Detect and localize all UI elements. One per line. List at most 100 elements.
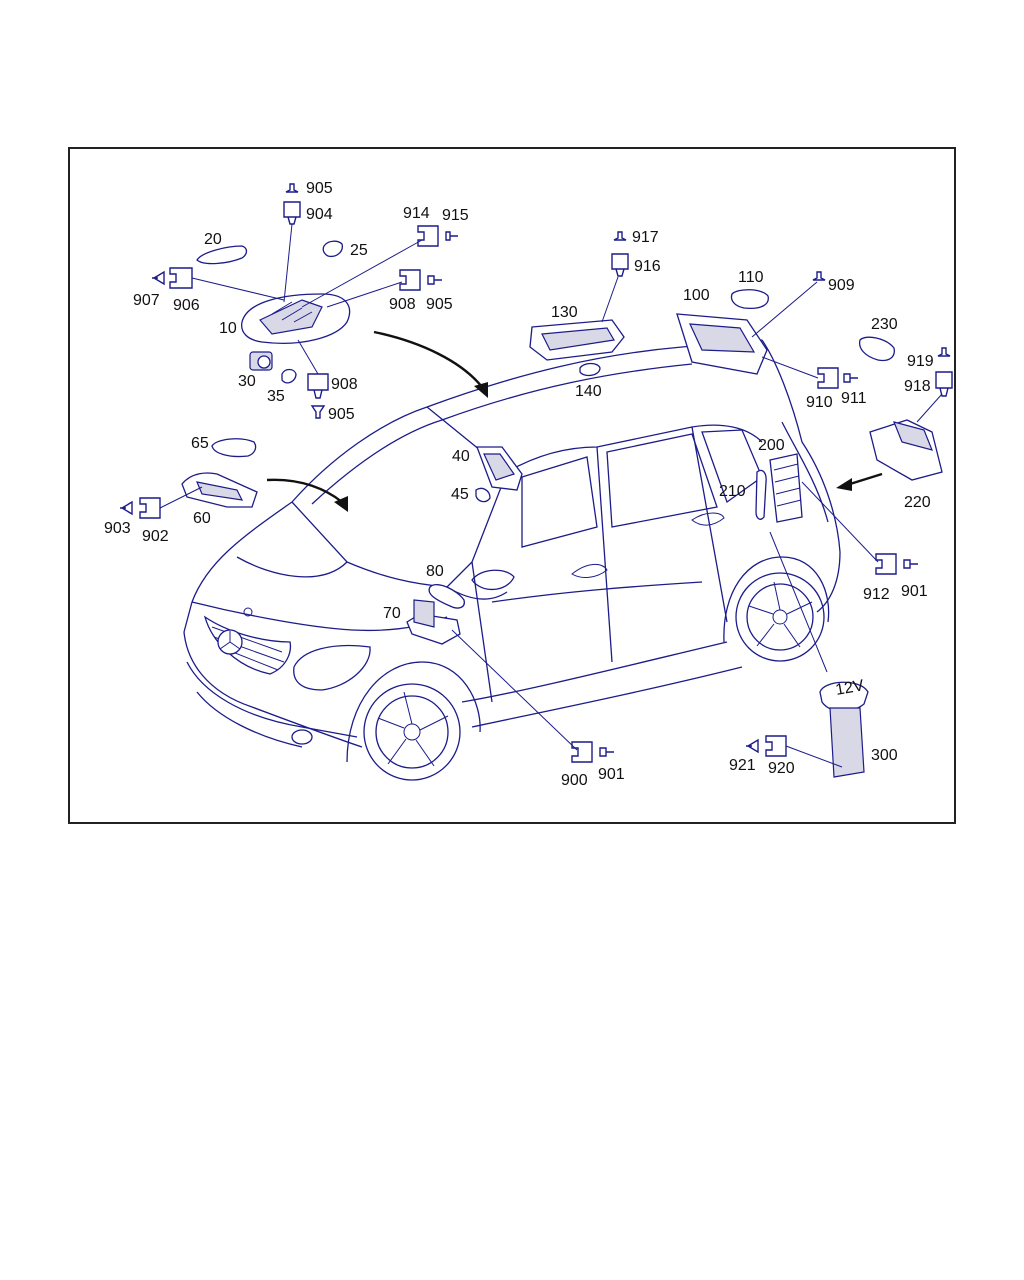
callout-914: 914 bbox=[403, 205, 430, 222]
arrow-glovebox-icon bbox=[849, 472, 883, 486]
plug-905-icon bbox=[285, 183, 299, 193]
callout-917: 917 bbox=[632, 229, 659, 246]
callout-901: 901 bbox=[598, 766, 625, 783]
leader-lines bbox=[159, 223, 943, 768]
connector-916-icon bbox=[611, 253, 629, 277]
connector-918-icon bbox=[935, 371, 953, 397]
arrow-footwell-icon bbox=[266, 478, 343, 503]
callout-220: 220 bbox=[904, 494, 931, 511]
plug-901-bottom-icon bbox=[599, 747, 614, 757]
callout-903: 903 bbox=[104, 520, 131, 537]
lamp-100-part bbox=[676, 313, 768, 375]
connector-906-icon bbox=[169, 267, 193, 289]
callout-908: 908 bbox=[389, 296, 416, 313]
callout-110: 110 bbox=[738, 269, 764, 286]
bulb-230-part bbox=[858, 336, 895, 362]
parts-diagram: 12V bbox=[104, 180, 953, 789]
callout-35: 35 bbox=[267, 388, 285, 405]
callout-200: 200 bbox=[758, 437, 785, 454]
plug-901-right-icon bbox=[903, 559, 918, 569]
plug-911-icon bbox=[843, 373, 858, 383]
callout-902: 902 bbox=[142, 528, 169, 545]
connector-908-upper-icon bbox=[399, 269, 421, 291]
connector-902-icon bbox=[139, 497, 161, 519]
callout-25: 25 bbox=[350, 242, 368, 259]
callout-908: 908 bbox=[331, 376, 358, 393]
callout-918: 918 bbox=[904, 378, 931, 395]
plug-905-right-icon bbox=[427, 275, 442, 285]
bulb-25-part bbox=[322, 240, 343, 258]
callout-907: 907 bbox=[133, 292, 160, 309]
arrow-console-icon bbox=[373, 330, 483, 388]
callout-906: 906 bbox=[173, 297, 200, 314]
callout-80: 80 bbox=[426, 563, 444, 580]
overhead-console-part bbox=[241, 293, 351, 344]
callout-40: 40 bbox=[452, 448, 470, 465]
callout-45: 45 bbox=[451, 486, 469, 503]
connector-912-icon bbox=[875, 553, 897, 575]
plug-909-icon bbox=[812, 271, 826, 281]
callout-65: 65 bbox=[191, 435, 209, 452]
bulb-65-part bbox=[211, 438, 257, 458]
callout-140: 140 bbox=[575, 383, 602, 400]
lamp-220-part bbox=[869, 419, 943, 481]
connector-920-icon bbox=[765, 735, 787, 757]
callout-130: 130 bbox=[551, 304, 578, 321]
callout-100: 100 bbox=[683, 287, 710, 304]
plug-907-icon bbox=[152, 270, 165, 286]
callout-900: 900 bbox=[561, 772, 588, 789]
lamp-130-part bbox=[529, 319, 625, 361]
callout-70: 70 bbox=[383, 605, 401, 622]
diagram-frame: 12V bbox=[68, 147, 956, 824]
callout-300: 300 bbox=[871, 747, 898, 764]
bulb-35-part bbox=[281, 368, 297, 384]
plug-921-icon bbox=[746, 738, 759, 754]
callout-911: 911 bbox=[841, 390, 867, 407]
callout-915: 915 bbox=[442, 207, 469, 224]
lamp-60-part bbox=[181, 472, 258, 508]
callout-912: 912 bbox=[863, 586, 890, 603]
callout-916: 916 bbox=[634, 258, 661, 275]
callout-921: 921 bbox=[729, 757, 756, 774]
callout-910: 910 bbox=[806, 394, 833, 411]
callout-920: 920 bbox=[768, 760, 795, 777]
callout-905: 905 bbox=[426, 296, 453, 313]
bulb-20-part bbox=[196, 245, 248, 265]
callout-919: 919 bbox=[907, 353, 934, 370]
callout-901: 901 bbox=[901, 583, 928, 600]
plug-919-icon bbox=[937, 347, 951, 357]
callout-210: 210 bbox=[719, 483, 746, 500]
lamp-200-part bbox=[769, 453, 803, 523]
plug-917-icon bbox=[613, 231, 627, 241]
callout-909: 909 bbox=[828, 277, 855, 294]
plug-905-bottom-icon bbox=[310, 405, 326, 419]
lamp-70-part bbox=[406, 599, 461, 645]
callout-60: 60 bbox=[193, 510, 211, 527]
callout-30: 30 bbox=[238, 373, 256, 390]
socket-voltage-label: 12V bbox=[834, 677, 865, 699]
callout-904: 904 bbox=[306, 206, 333, 223]
callout-10: 10 bbox=[219, 320, 237, 337]
callout-numbers: 905 904 914 915 20 25 907 906 908 905 10… bbox=[104, 180, 934, 789]
callout-905: 905 bbox=[306, 180, 333, 197]
location-arrows bbox=[266, 330, 883, 512]
connector-908-lower-icon bbox=[307, 373, 329, 399]
plug-915-icon bbox=[445, 231, 458, 241]
parts: 12V bbox=[181, 240, 943, 778]
bulb-80-part bbox=[428, 584, 465, 609]
plug-903-icon bbox=[120, 500, 133, 516]
bulb-140-part bbox=[579, 362, 601, 377]
bulb-45-part bbox=[475, 487, 491, 503]
bulb-110-part bbox=[730, 289, 769, 310]
bulb-210-part bbox=[755, 469, 767, 520]
switch-30-part bbox=[249, 351, 273, 371]
connector-914-icon bbox=[417, 225, 439, 247]
car-illustration bbox=[183, 339, 841, 781]
socket-300-part: 12V bbox=[819, 677, 869, 778]
connector-904-icon bbox=[283, 201, 301, 225]
connector-910-icon bbox=[817, 367, 839, 389]
connector-900-icon bbox=[571, 741, 593, 763]
callout-905: 905 bbox=[328, 406, 355, 423]
callout-230: 230 bbox=[871, 316, 898, 333]
lamp-40-part bbox=[476, 446, 523, 491]
